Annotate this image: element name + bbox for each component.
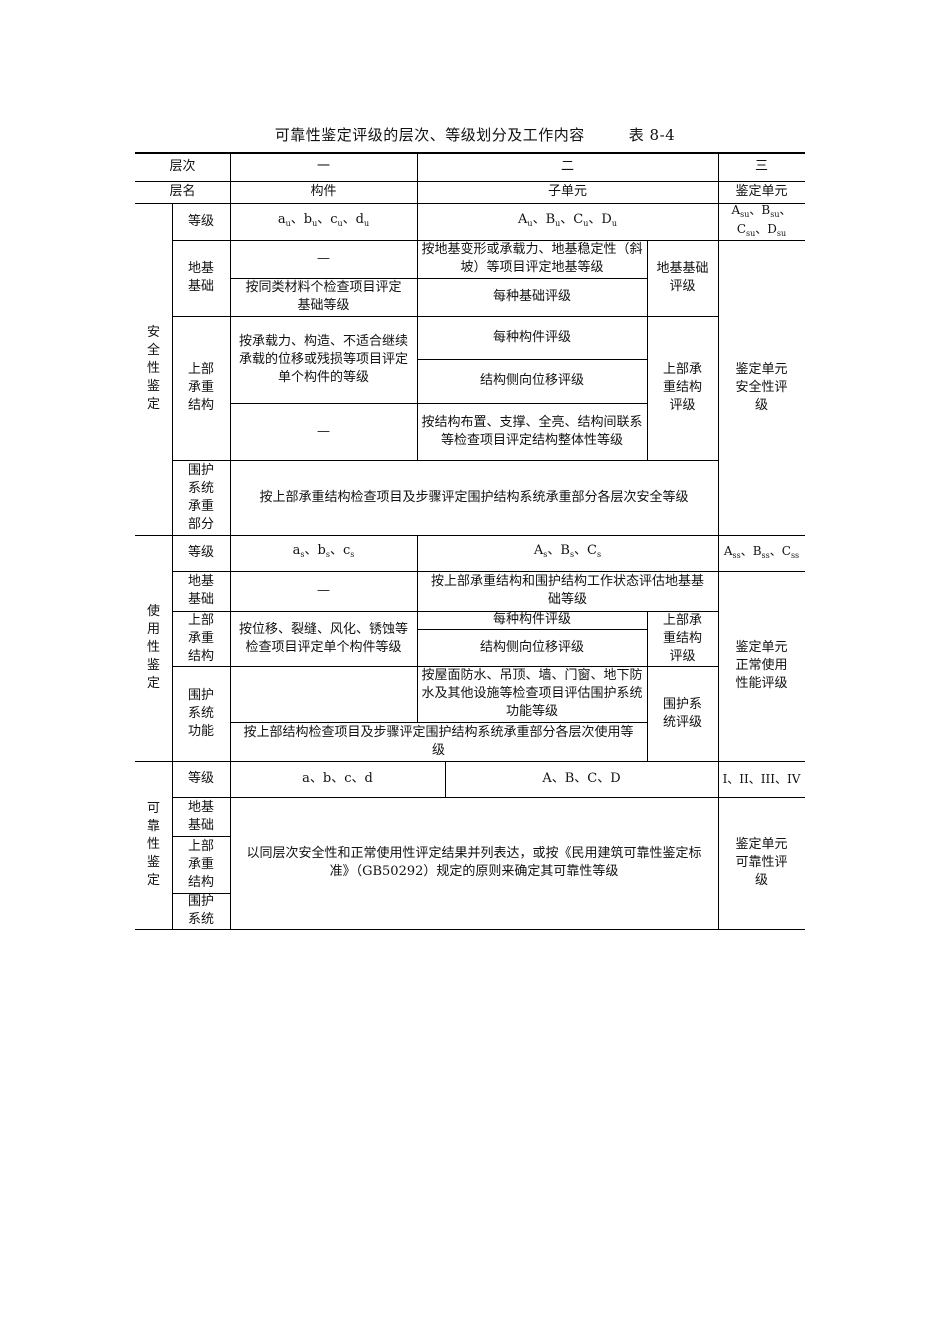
reliability-text: 以同层次安全性和正常使用性评定结果并列表达，或按《民用建筑可靠性鉴定标准》（GB… [246,846,702,879]
safety-foundation-item: 按同类材料个检查项目评定基础等级 [245,280,402,313]
safety-grade-3: Asu、Bsu、Csu、Dsu [718,203,805,240]
grade-value: As、Bs、Cs [533,543,602,559]
reliability-category: 可靠性鉴定 [146,801,160,888]
safety-unit-result: 鉴定单元安全性评级 [735,361,788,413]
safety-enclosure-text: 按上部承重结构检查项目及步骤评定围护结构系统承重部分各层次安全等级 [259,489,689,505]
reliability-grade-label: 等级 [187,771,214,786]
header-name-2: 子单元 [547,184,587,199]
safety-foundation-sub1: 按地基变形或承载力、地基稳定性（斜坡）等项目评定地基等级 [421,242,643,275]
grade-value: Asu、Bsu、Csu、Dsu [731,202,792,238]
serviceability-grade-label: 等级 [187,545,214,560]
grade-value: Ass、Bss、Css [723,543,800,560]
header-name-3: 鉴定单元 [735,184,788,199]
reliability-upper-label: 上部承重结构 [187,838,214,890]
serviceability-upper-sub1: 每种构件评级 [492,612,571,627]
safety-grade-2: Au、Bu、Cu、Du [417,203,718,240]
reliability-grade-3: I、II、III、IV [722,772,801,786]
safety-upper-item: 按承载力、构造、不适合继续承载的位移或残损等项目评定单个构件的等级 [238,333,408,385]
serviceability-upper-result: 上部承重结构评级 [662,612,702,664]
reliability-grade-1: a、b、c、d [302,771,373,786]
safety-grade-1: au、bu、cu、du [230,203,417,240]
serviceability-enclosure-result: 围护系统评级 [662,696,702,730]
serviceability-upper-label: 上部承重结构 [187,612,214,664]
safety-grade-label: 等级 [187,213,214,229]
reliability-enclosure-label: 围护系统 [187,894,214,927]
header-level-1: 一 [316,158,330,174]
table-number: 表 8-4 [628,126,676,144]
serviceability-enclosure-text: 按上部结构检查项目及步骤评定围护结构系统承重部分各层次使用等级 [243,724,634,758]
safety-upper-result: 上部承重结构评级 [662,362,702,413]
serviceability-enclosure-label: 围护系统功能 [187,687,214,739]
serviceability-unit-result: 鉴定单元正常使用性能评级 [735,640,788,691]
serviceability-foundation-dash: — [317,583,330,598]
safety-foundation-label: 地基基础 [187,261,214,294]
safety-foundation-sub2: 每种基础评级 [492,289,571,304]
serviceability-upper-sub2: 结构侧向位移评级 [479,639,584,655]
safety-upper-dash: — [317,423,330,439]
safety-category: 安全性鉴定 [146,325,160,412]
safety-foundation-dash: — [317,251,330,266]
grade-value: au、bu、cu、du [277,211,370,228]
header-name-label: 层名 [169,184,196,199]
header-level-3: 三 [754,158,768,174]
serviceability-grade-2: As、Bs、Cs [417,535,718,571]
safety-upper-label: 上部承重结构 [187,362,214,413]
page-title: 可靠性鉴定评级的层次、等级划分及工作内容 表 8-4 [0,124,950,145]
safety-foundation-result: 地基基础评级 [656,261,709,294]
serviceability-foundation-text: 按上部承重结构和围护结构工作状态评估地基基础等级 [430,574,704,607]
reliability-foundation-label: 地基基础 [187,799,214,833]
header-level-label: 层次 [169,158,196,174]
grade-value: as、bs、cs [292,543,355,559]
safety-upper-sub2: 结构侧向位移评级 [479,373,584,388]
serviceability-upper-item: 按位移、裂缝、风化、锈蚀等检查项目评定单个构件等级 [238,621,408,655]
serviceability-enclosure-sub: 按屋面防水、吊顶、墙、门窗、地下防水及其他设施等检查项目评估围护系统功能等级 [421,668,643,719]
title-text: 可靠性鉴定评级的层次、等级划分及工作内容 [274,126,585,144]
header-name-1: 构件 [310,184,337,199]
serviceability-grade-1: as、bs、cs [230,535,417,571]
safety-upper-sub1: 每种构件评级 [492,329,571,345]
safety-upper-sub3: 按结构布置、支撑、全亮、结构间联系等检查项目评定结构整体性等级 [421,414,643,448]
safety-enclosure-label: 围护系统承重部分 [187,462,214,532]
reliability-grade-2: A、B、C、D [542,771,621,786]
serviceability-grade-3: Ass、Bss、Css [718,535,805,571]
grade-value: Au、Bu、Cu、Du [518,211,617,228]
serviceability-category: 使用性鉴定 [146,604,160,691]
reliability-unit-result: 鉴定单元可靠性评级 [735,837,788,888]
serviceability-foundation-label: 地基基础 [187,574,214,607]
header-level-2: 二 [560,158,574,174]
